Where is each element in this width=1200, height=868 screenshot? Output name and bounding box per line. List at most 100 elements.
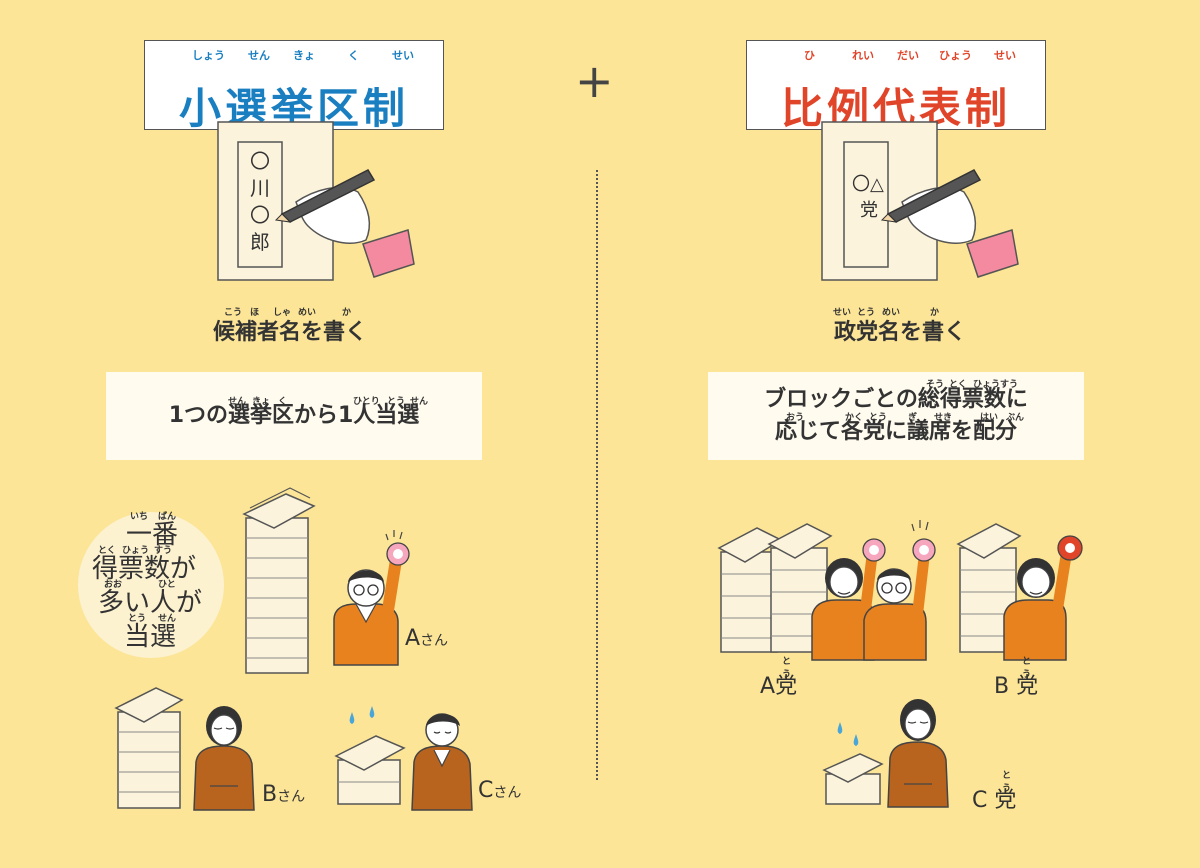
person-c-label: Cさん [478,778,521,803]
person-c-letter: C [478,778,494,803]
center-divider [596,170,598,780]
person-c-illustration [411,713,473,811]
circle-ruby-9: せん [158,614,177,624]
party-b-letter: B [994,674,1010,699]
rrule-ruby-1: そう [926,380,945,390]
ruby-sei: せい [392,49,414,62]
right-rule-line-1: ブロックごとの総得票数に [764,387,1028,413]
left-caption: 候補者名を書く [212,320,367,345]
circle-ruby-2: ばん [158,512,177,522]
ruby-hyo: ひょう [939,49,972,62]
person-a-letter: A [405,626,421,651]
left-rule: 1つの選挙区から1人当選 [168,403,420,429]
cap-ruby-2: ほ [250,308,260,318]
party-a-letter: A [760,674,776,699]
person-b-illustration [193,706,255,811]
circle-ruby-5: すう [154,546,173,556]
person-c-suffix: さん [493,785,522,801]
party-ballot-char-3: 党 [860,200,878,221]
rcap-ruby-2: とう [857,308,876,318]
party-c-ruby: とう [1002,771,1012,794]
rule-ruby-1: せん [228,397,247,407]
right-rule-line-2: 応じて各党に議席を配分 [774,419,1017,444]
party-ballot-char-2: △ [870,174,884,195]
vote-stack-a [242,487,316,674]
circle-ruby-6: おお [104,580,123,590]
explanation-circle [78,512,224,658]
rcap-ruby-3: めい [882,308,901,318]
ruby-sei-r: せい [994,49,1016,62]
party-b-ruby: とう [1022,657,1032,680]
left-rule-box: 1つの選挙区から1人当選 [106,372,482,460]
rrule-ruby-10: はい [980,413,999,423]
party-a-vote-stacks [717,523,833,653]
rrule-ruby-6: かく [845,413,864,423]
ruby-sen: せん [248,49,270,62]
rule-ruby-4: ひとり [353,397,380,407]
cap-ruby-1: こう [224,308,243,318]
cap-ruby-5: か [342,308,352,318]
rule-ruby-3: く [278,397,288,407]
ruby-sho: しょう [192,49,225,62]
rule-ruby-2: きょ [252,397,271,407]
circle-ruby-7: ひと [158,580,176,590]
ruby-ku: く [348,49,359,62]
party-c-letter: C [972,788,988,813]
ballot-char-1: 〇 [250,149,270,173]
person-a-illustration [333,530,410,666]
person-b-suffix: さん [277,789,306,805]
right-caption: 政党名を書く [833,320,966,345]
party-b-member [1003,535,1083,661]
rrule-ruby-9: せき [934,413,953,423]
party-b-label: とう B 党 [994,657,1039,700]
ballot-name-text: 〇 川 〇 郎 [240,148,280,256]
rcap-ruby-1: せい [833,308,852,318]
ballot-char-4: 郎 [250,230,270,254]
party-a-ruby: とう [782,657,792,680]
party-a-members [811,520,936,661]
party-c-vote-stack [822,722,884,805]
party-a-label: とう A党 [760,657,798,700]
party-b-suffix: 党 [1016,674,1039,699]
circle-text: 一番 得票数が 多い人が 当選 [90,518,220,654]
rrule-ruby-8: ぎ [908,413,918,423]
left-title-box: しょう せん きょ く せい 小選挙区制 [144,40,444,133]
circle-line-4: 当選 [124,622,177,652]
ruby-dai: だい [897,49,919,62]
candidate-ballot-illustration [217,121,415,281]
right-title-box: ひ れい だい ひょう せい 比例代表制 [746,40,1046,133]
party-a-suffix: 党 [775,674,798,699]
party-c-label: とう C 党 [972,771,1017,814]
rrule-ruby-11: ぶん [1006,413,1025,423]
person-a-label: Aさん [405,626,448,651]
vote-stack-b [114,687,184,809]
rcap-ruby-4: か [930,308,940,318]
cap-ruby-4: めい [298,308,317,318]
rrule-ruby-5: おう [786,413,805,423]
ruby-hi: ひ [804,49,815,62]
party-ballot-char-1: 〇 [852,174,870,195]
plus-sign: + [575,54,614,108]
party-c-member [887,699,949,808]
rrule-ruby-4: すう [1000,380,1019,390]
circle-line-1: 一番 [126,520,179,550]
right-rule-box: ブロックごとの総得票数に 応じて各党に議席を配分 [708,372,1084,460]
ruby-kyo: きょ [293,49,315,62]
rrule-ruby-7: とう [869,413,888,423]
ballot-char-2: 川 [250,176,270,200]
person-b-letter: B [262,782,278,807]
circle-line-2: 得票数が [92,554,197,584]
circle-ruby-4: ひょう [122,546,150,556]
rrule-ruby-3: ひょう [973,380,1001,390]
ruby-rei: れい [852,49,874,62]
circle-ruby-8: とう [128,614,147,624]
rule-ruby-6: せん [410,397,429,407]
rule-ruby-5: とう [387,397,406,407]
circle-ruby-3: とく [98,546,116,556]
vote-stack-c [334,706,406,805]
circle-ruby-1: いち [130,512,149,522]
party-ballot-text: 〇△ 党 [852,172,912,224]
party-ballot-illustration [821,121,1019,281]
ballot-char-3: 〇 [250,203,270,227]
party-c-suffix: 党 [994,788,1017,813]
